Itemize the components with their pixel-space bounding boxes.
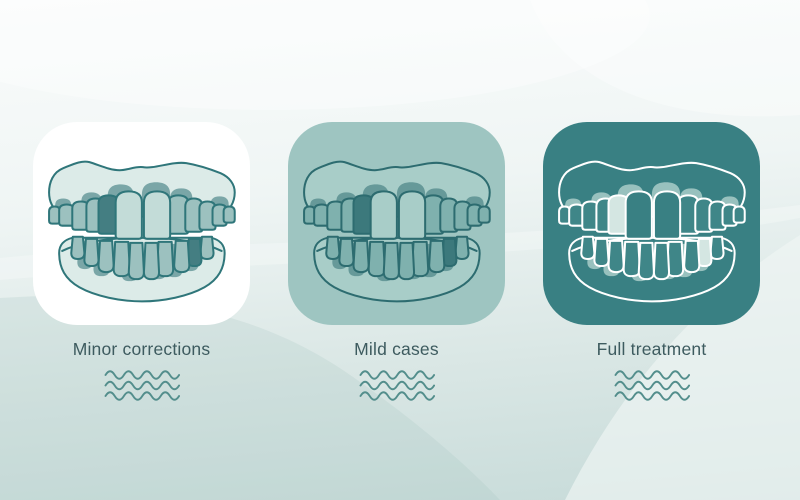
squiggle-lines-icon <box>614 370 690 401</box>
card-full-treatment <box>543 122 760 325</box>
treatment-option-full: Full treatment <box>543 122 760 401</box>
teeth-illustration-full <box>557 160 746 303</box>
background-band-lower-left <box>0 295 500 500</box>
card-label: Mild cases <box>354 339 439 359</box>
card-label: Minor corrections <box>72 339 211 359</box>
teeth-illustration-minor <box>47 160 236 303</box>
background-arc-top-right <box>530 0 800 117</box>
squiggle-lines-icon <box>359 370 435 401</box>
treatment-option-minor: Minor corrections <box>33 122 250 401</box>
teeth-illustration-mild <box>302 160 491 303</box>
squiggle-lines-icon <box>104 370 180 401</box>
treatment-option-mild: Mild cases <box>288 122 505 401</box>
card-label: Full treatment <box>596 339 707 359</box>
card-minor-corrections <box>33 122 250 325</box>
card-mild-cases <box>288 122 505 325</box>
background-highlight-blob <box>0 0 650 110</box>
treatment-cards-row: Minor corrections Mild cases Full trea <box>33 122 760 401</box>
